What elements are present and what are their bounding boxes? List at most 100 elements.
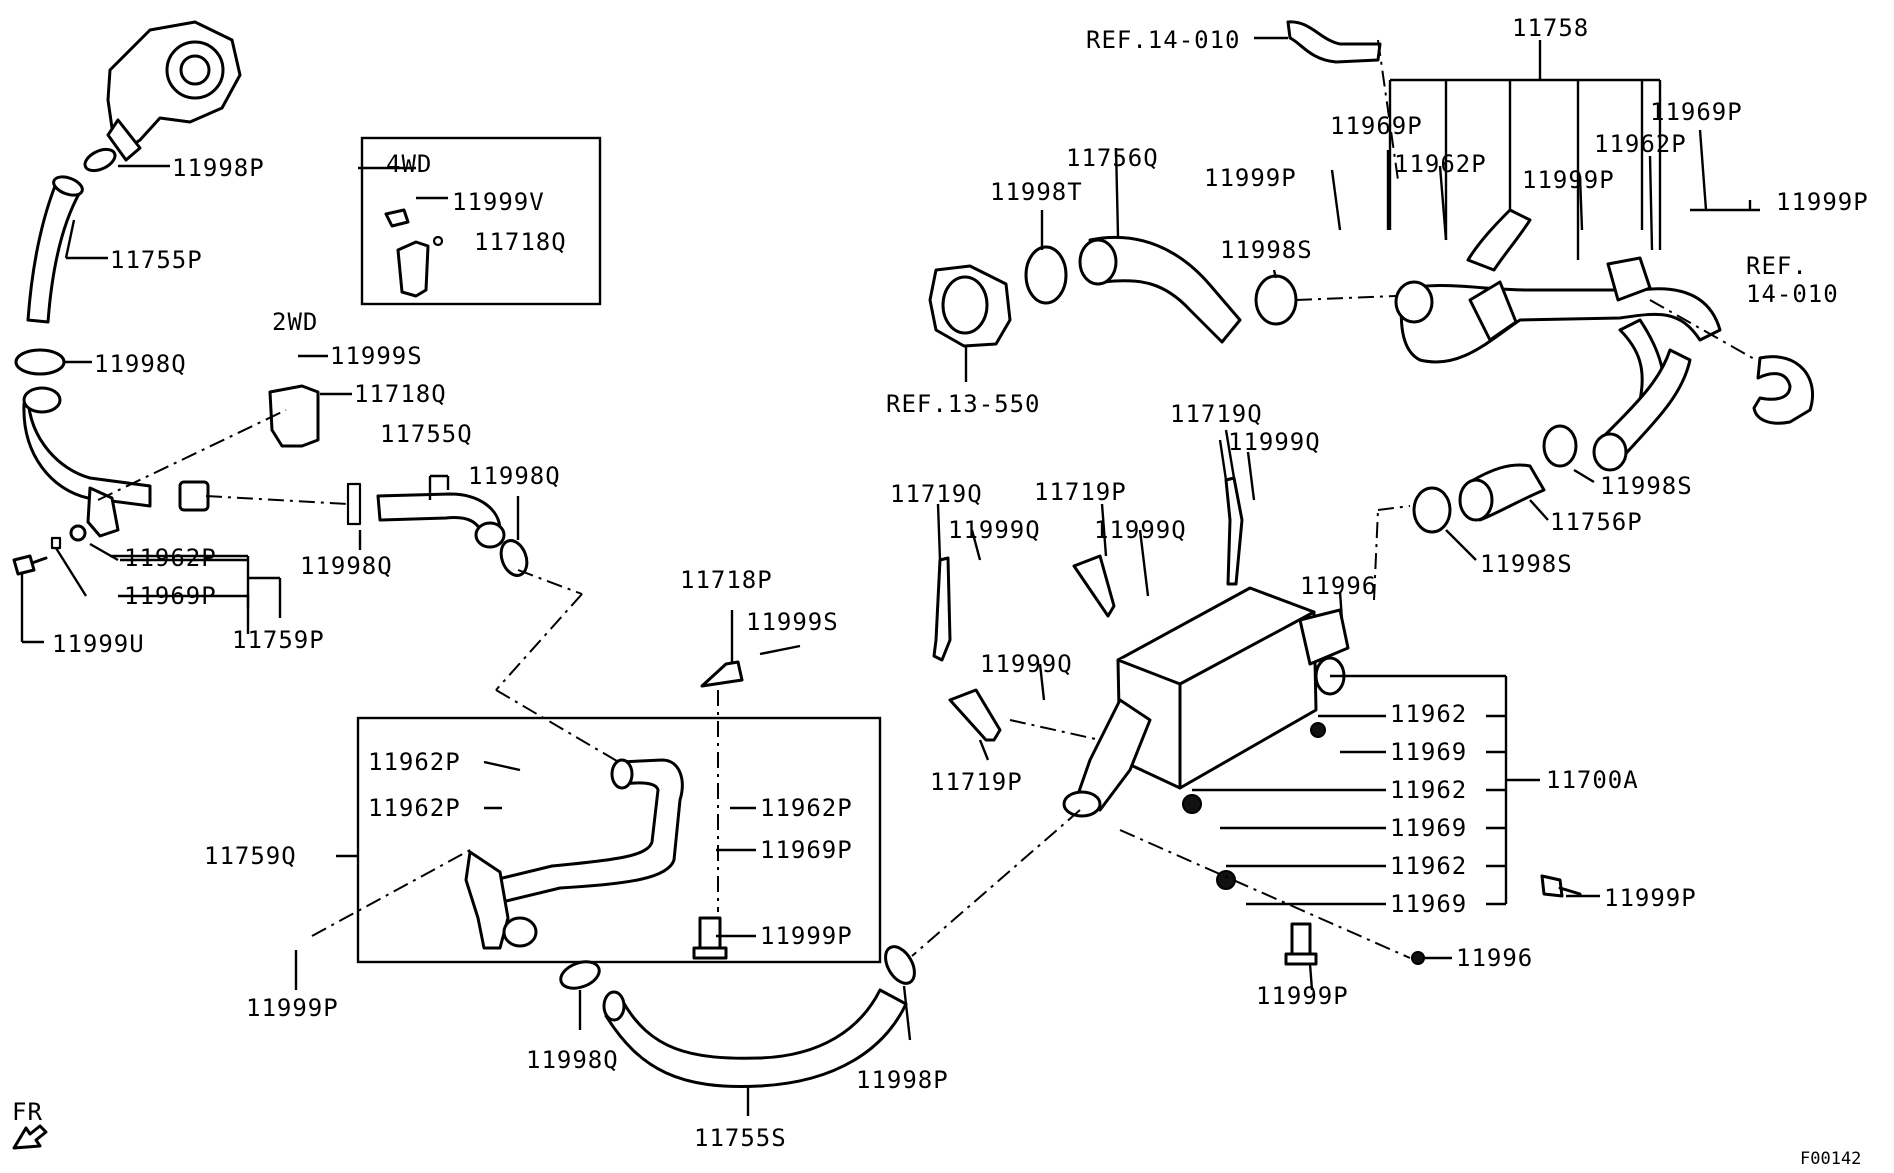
clamp-11998S-3 xyxy=(1412,486,1452,534)
label-11756P: 11756P xyxy=(1550,508,1643,536)
clip-11998Q xyxy=(346,482,362,526)
label-ref-13-550: REF.13-550 xyxy=(886,390,1041,418)
label-11719P-low: 11719P xyxy=(930,768,1023,796)
bolt-11999P-ic xyxy=(1540,874,1582,898)
label-4wd: 4WD xyxy=(386,150,432,178)
hose-11756P xyxy=(1458,463,1546,522)
clamp-11998S-1 xyxy=(1254,274,1298,326)
diagram-code: F00142 xyxy=(1800,1149,1861,1169)
label-11999P-bottom: 11999P xyxy=(1256,982,1349,1010)
clamp-11998Q-mid xyxy=(499,539,529,577)
label-11759Q: 11759Q xyxy=(204,842,297,870)
label-ref-right-2: 14-010 xyxy=(1746,280,1839,308)
label-11998S-r1: 11998S xyxy=(1220,236,1313,264)
bracket-11719Q-left xyxy=(932,556,952,662)
label-fr: FR xyxy=(12,1098,43,1126)
label-11999Q-c: 11999Q xyxy=(980,650,1073,678)
label-11998P-top: 11998P xyxy=(172,154,265,182)
hose-11755P xyxy=(26,175,84,324)
hose-upper-bend xyxy=(1592,348,1692,472)
bolt-11999P-bottom xyxy=(1284,922,1318,966)
hose-11756Q xyxy=(1078,235,1242,344)
throttle-body-ref-13-550 xyxy=(928,264,1012,348)
clamp-11998Q-left xyxy=(14,348,66,376)
label-ref-14-010-top: REF.14-010 xyxy=(1086,26,1241,54)
label-11962P-left: 11962P xyxy=(124,544,217,572)
label-11719Q-left: 11719Q xyxy=(890,480,983,508)
label-ref-right-1: REF. xyxy=(1746,252,1808,280)
label-11999P-r3: 11999P xyxy=(1776,188,1869,216)
box-4wd xyxy=(360,136,602,306)
nut-11962-row2 xyxy=(1182,794,1202,814)
intercooler-11700A xyxy=(1062,586,1350,818)
leader-lines xyxy=(20,36,1760,1116)
label-11998S-r2: 11998S xyxy=(1600,472,1693,500)
turbocharger-outline xyxy=(106,20,242,162)
label-11700A: 11700A xyxy=(1546,766,1639,794)
label-11969P-r1: 11969P xyxy=(1330,112,1423,140)
label-11999P-ic: 11999P xyxy=(1604,884,1697,912)
label-11998P-bottom: 11998P xyxy=(856,1066,949,1094)
label-11969-2: 11969 xyxy=(1390,814,1467,842)
label-11998Q-bottom: 11998Q xyxy=(526,1046,619,1074)
label-11969-3: 11969 xyxy=(1390,890,1467,918)
hose-ref-14-010-top xyxy=(1286,20,1382,64)
label-11969-1: 11969 xyxy=(1390,738,1467,766)
dashed-connection-lines xyxy=(97,39,1757,959)
label-11962P-box2: 11962P xyxy=(368,794,461,822)
label-11756Q: 11756Q xyxy=(1066,144,1159,172)
bracket-11719P-mid xyxy=(1072,554,1116,618)
bolt-11996-bottom xyxy=(1411,951,1425,965)
label-11719Q-top: 11719Q xyxy=(1170,400,1263,428)
label-11969P-box: 11969P xyxy=(760,836,853,864)
label-11999Q-a: 11999Q xyxy=(948,516,1041,544)
bracket-11718P xyxy=(700,660,744,688)
label-11998Q-clip: 11998Q xyxy=(300,552,393,580)
label-11999S-left: 11999S xyxy=(330,342,423,370)
label-11962-3: 11962 xyxy=(1390,852,1467,880)
bolt-11999P-box xyxy=(692,916,728,960)
label-11998T: 11998T xyxy=(990,178,1083,206)
clamp-11998Q-bottom xyxy=(559,960,601,990)
clamp-11998P-bottom xyxy=(884,945,916,985)
label-11969P-r2: 11969P xyxy=(1650,98,1743,126)
label-11759P: 11759P xyxy=(232,626,325,654)
label-11999P-box: 11999P xyxy=(760,922,853,950)
label-11755Q: 11755Q xyxy=(380,420,473,448)
label-11999P-r2: 11999P xyxy=(1522,166,1615,194)
bracket-11718Q-2wd xyxy=(268,384,320,448)
bracket-11719P-low xyxy=(948,688,1002,742)
clamp-11998S-2 xyxy=(1542,424,1578,468)
nut-11962P-left xyxy=(69,524,87,542)
label-11998S-r3: 11998S xyxy=(1480,550,1573,578)
label-11999P-r1: 11999P xyxy=(1204,164,1297,192)
pipe-11759P xyxy=(22,386,152,538)
label-11999Q-top: 11999Q xyxy=(1228,428,1321,456)
clamp-11998P-top xyxy=(83,147,117,173)
label-11755P: 11755P xyxy=(110,246,203,274)
assembly-box-11759Q xyxy=(356,716,882,964)
label-11999Q-b: 11999Q xyxy=(1094,516,1187,544)
nut-11962-row1 xyxy=(1310,722,1326,738)
label-11998Q-left: 11998Q xyxy=(94,350,187,378)
label-11962-1: 11962 xyxy=(1390,700,1467,728)
label-11969P-left: 11969P xyxy=(124,582,217,610)
label-11718Q-4wd: 11718Q xyxy=(474,228,567,256)
label-11719P-mid: 11719P xyxy=(1034,478,1127,506)
label-11718Q-2wd: 11718Q xyxy=(354,380,447,408)
pipe-11759Q xyxy=(464,758,684,950)
bolt-11999U xyxy=(12,554,48,576)
label-11962P-r1: 11962P xyxy=(1394,150,1487,178)
label-11999S-mid: 11999S xyxy=(746,608,839,636)
washer-11969P-left xyxy=(50,536,62,550)
label-11962P-box1: 11962P xyxy=(368,748,461,776)
label-11758: 11758 xyxy=(1512,14,1589,42)
pipe-assembly-11758 xyxy=(1394,208,1722,412)
label-2wd: 2WD xyxy=(272,308,318,336)
bracket-11719Q-top xyxy=(1224,476,1244,586)
part-labels: 11998P 11755P 11998Q 4WD 11999V 11718Q 2… xyxy=(12,14,1869,1169)
sleeve-piece xyxy=(178,480,210,512)
hose-ref-14-010-right xyxy=(1752,355,1815,425)
clamp-11998T xyxy=(1024,245,1068,305)
